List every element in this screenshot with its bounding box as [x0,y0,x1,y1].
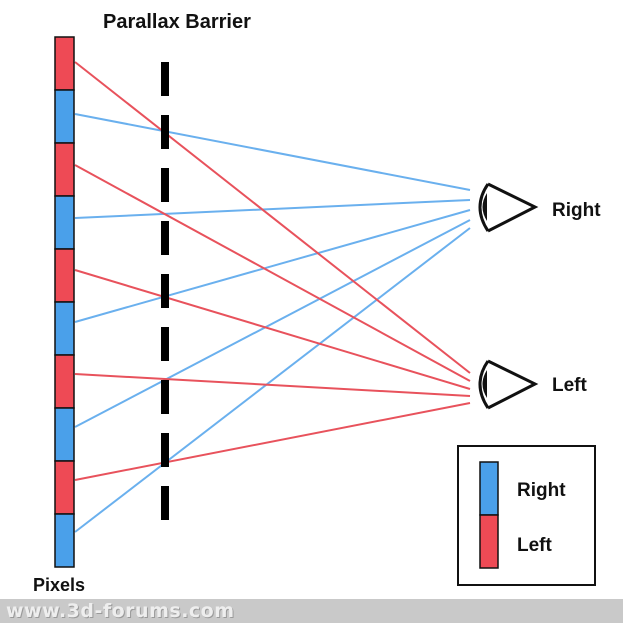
barrier-title: Parallax Barrier [103,11,251,33]
right-eye [478,182,539,233]
right-eye-ray [74,219,471,428]
barrier-slit-segment [161,380,169,414]
left-eye [478,359,539,410]
legend-right-label: Right [517,480,566,501]
right-eye-lid-curve [478,183,490,232]
right-pixel [54,301,75,356]
right-pixel [54,513,75,568]
left-eye-ray [74,61,471,374]
barrier-slit-segment [161,327,169,361]
right-pixel [54,407,75,462]
barrier-slit-segment [161,221,169,255]
left-eye-ray [74,373,471,397]
left-eye-icon [487,359,539,410]
barrier-slit-segment [161,62,169,96]
left-pixel [54,36,75,91]
left-eye-ray [74,269,471,390]
diagram-canvas: Parallax Barrier Right Left Right Left P… [33,11,601,595]
right-eye-icon [487,182,539,233]
barrier-slit-segment [161,486,169,520]
barrier-slit-segment [161,274,169,308]
pixel-column [54,36,75,568]
left-eye-label: Left [552,375,588,396]
right-eye-ray [74,209,471,323]
left-eye-lid-curve [478,360,490,409]
left-eye-ray [74,164,471,382]
watermark-bar: www.3d-forums.com [0,599,623,623]
legend-box [457,445,596,586]
pixels-label: Pixels [33,575,85,595]
legend-right-swatch [479,461,499,516]
parallax-barrier [161,62,169,520]
light-rays [74,61,471,533]
watermark-text: www.3d-forums.com [6,600,235,622]
right-eye-ray [74,113,471,191]
left-pixel [54,354,75,409]
right-eye-ray [74,227,471,533]
barrier-slit-segment [161,115,169,149]
right-pixel [54,195,75,250]
left-eye-ray [74,402,471,481]
barrier-slit-segment [161,168,169,202]
legend-left-swatch [479,514,499,569]
left-pixel [54,248,75,303]
left-eye-pupil [482,370,487,398]
left-pixel [54,142,75,197]
right-eye-ray [74,199,471,219]
barrier-slit-segment [161,433,169,467]
legend: Right Left [457,445,596,586]
right-pixel [54,89,75,144]
legend-left-label: Left [517,535,553,556]
right-eye-pupil [482,193,487,221]
right-eye-label: Right [552,200,601,221]
left-pixel [54,460,75,515]
